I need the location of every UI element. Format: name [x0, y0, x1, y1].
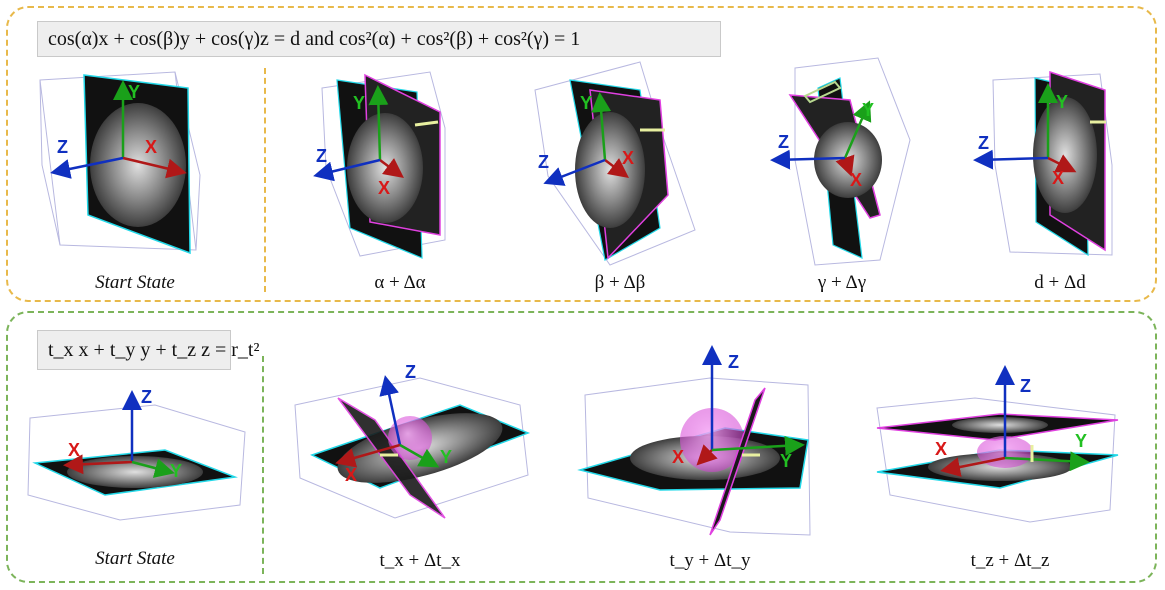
caption-ty: t_y + Δt_y	[669, 550, 751, 571]
axis-y-label: Y	[1056, 92, 1069, 112]
axis-x-label: X	[935, 439, 948, 459]
axis-y-label: Y	[780, 451, 793, 471]
top-separator	[264, 68, 266, 292]
axis-x-label: X	[345, 465, 358, 485]
axis-x-label: X	[145, 137, 158, 157]
bounding-box	[27, 404, 246, 521]
scene-top-beta	[534, 61, 696, 266]
scene-bottom-tx	[294, 375, 531, 519]
axis-z-label: Z	[57, 137, 68, 157]
scene-bottom-start	[27, 390, 246, 521]
axis-z-label: Z	[538, 152, 549, 172]
axis-z-label: Z	[405, 362, 416, 382]
scene-top-alpha	[313, 71, 446, 259]
axis-z-label: Z	[141, 387, 152, 407]
plane-equation-formula: cos(α)x + cos(β)y + cos(γ)z = d and cos²…	[37, 21, 721, 57]
caption-start-state-top: Start State	[95, 272, 175, 293]
caption-start-state-bottom: Start State	[95, 548, 175, 569]
axis-z-label: Z	[728, 352, 739, 372]
scene-top-d	[973, 70, 1113, 257]
axis-z-label: Z	[1020, 376, 1031, 396]
caption-alpha: α + Δα	[374, 272, 426, 293]
axis-y-label: Y	[1075, 431, 1088, 451]
sphere-equation-formula: t_x x + t_y y + t_z z = r_t²	[37, 330, 259, 370]
axis-y-label: Y	[862, 100, 875, 120]
bounding-box	[992, 73, 1113, 256]
axis-x-label: X	[672, 447, 685, 467]
formula-text: cos(α)x + cos(β)y + cos(γ)z = d and cos²…	[48, 28, 581, 50]
axis-x-label: X	[1052, 168, 1065, 188]
caption-tz: t_z + Δt_z	[970, 550, 1050, 571]
tangent-plane	[709, 387, 766, 536]
bounding-box	[876, 397, 1116, 523]
axis-x-label: X	[378, 178, 391, 198]
axis-z-label: Z	[978, 133, 989, 153]
axis-y-label: Y	[580, 93, 593, 113]
axis-y-label: Y	[128, 82, 141, 102]
axis-x-label: X	[622, 148, 635, 168]
axis-z-label: Z	[316, 146, 327, 166]
axis-x-label: X	[68, 440, 81, 460]
axis-y-label: Y	[440, 447, 453, 467]
bounding-box	[294, 377, 529, 519]
axis-z-line	[50, 156, 124, 179]
tangent-plane	[337, 397, 446, 519]
caption-beta: β + Δβ	[594, 272, 646, 293]
scene-bottom-tz	[876, 365, 1119, 523]
scene-top-start	[39, 71, 201, 255]
bottom-panel	[6, 311, 1157, 583]
formula-text: t_x x + t_y y + t_z z = r_t²	[48, 339, 260, 361]
bottom-separator	[262, 356, 264, 574]
axis-y-label: Y	[353, 93, 366, 113]
bounding-box	[584, 377, 811, 536]
axis-x-label: X	[850, 170, 863, 190]
caption-d: d + Δd	[1034, 272, 1086, 293]
scene-top-gamma	[770, 57, 911, 266]
scene-bottom-ty	[577, 345, 811, 536]
top-panel	[6, 6, 1157, 302]
axis-x-line	[122, 156, 187, 179]
axis-y-label: Y	[170, 461, 183, 481]
axis-z-label: Z	[778, 132, 789, 152]
caption-gamma: γ + Δγ	[817, 272, 867, 293]
caption-tx: t_x + Δt_x	[379, 550, 461, 571]
